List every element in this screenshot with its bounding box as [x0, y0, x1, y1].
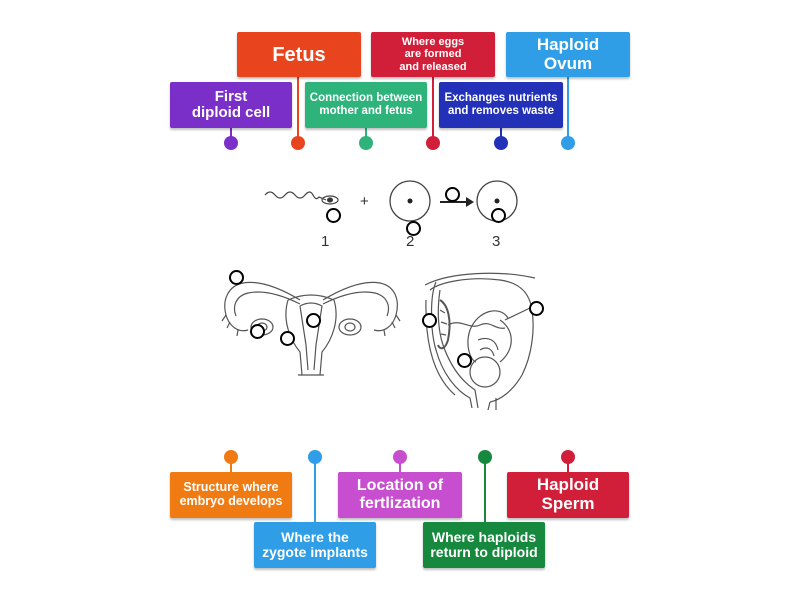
hotspot-fallopian-tube[interactable] — [229, 270, 244, 285]
arrow-icon — [440, 197, 474, 207]
fetus-pin — [291, 136, 305, 150]
hotspot-ovary[interactable] — [250, 324, 265, 339]
step-number-1: 1 — [321, 233, 330, 250]
connection-stem — [365, 128, 367, 138]
label-fertilization[interactable]: Location of fertlization — [338, 472, 462, 518]
connection-pin — [359, 136, 373, 150]
haploids-return-stem — [484, 460, 486, 522]
hotspot-placenta[interactable] — [422, 313, 437, 328]
step-number-2: 2 — [406, 233, 415, 250]
label-zygote-implants[interactable]: Where the zygote implants — [254, 522, 376, 568]
fertilization-stem — [399, 460, 401, 472]
uterus-drawing — [221, 281, 401, 376]
egg-drawing — [389, 180, 431, 222]
first-diploid-pin — [224, 136, 238, 150]
hotspot-arrow[interactable] — [445, 187, 460, 202]
zygote-implants-stem — [314, 460, 316, 522]
hotspot-uterus[interactable] — [306, 313, 321, 328]
label-fetus[interactable]: Fetus — [237, 32, 361, 77]
haploid-sperm-pin — [561, 450, 575, 464]
hotspot-fetus[interactable] — [457, 353, 472, 368]
exchanges-stem — [500, 128, 502, 138]
fetus-stem — [297, 77, 299, 137]
label-connection[interactable]: Connection between mother and fetus — [305, 82, 427, 128]
hotspot-uterus-wall[interactable] — [280, 331, 295, 346]
label-haploid-sperm[interactable]: Haploid Sperm — [507, 472, 629, 518]
plus-sign: + — [360, 193, 369, 210]
hotspot-umbilical-cord[interactable] — [529, 301, 544, 316]
structure-embryo-pin — [224, 450, 238, 464]
label-first-diploid-cell[interactable]: First diploid cell — [170, 82, 292, 128]
label-haploid-ovum[interactable]: Haploid Ovum — [506, 32, 630, 77]
first-diploid-stem — [230, 128, 232, 138]
hotspot-egg[interactable] — [406, 221, 421, 236]
structure-embryo-stem — [230, 460, 232, 472]
sperm-drawing — [264, 191, 339, 205]
label-haploids-return[interactable]: Where haploids return to diploid — [423, 522, 545, 568]
label-where-eggs[interactable]: Where eggs are formed and released — [371, 32, 495, 77]
fetus-in-womb-drawing — [424, 272, 536, 411]
where-eggs-pin — [426, 136, 440, 150]
haploid-sperm-stem — [567, 460, 569, 472]
hotspot-sperm[interactable] — [326, 208, 341, 223]
zygote-implants-pin — [308, 450, 322, 464]
haploids-return-pin — [478, 450, 492, 464]
hotspot-zygote[interactable] — [491, 208, 506, 223]
haploid-ovum-pin — [561, 136, 575, 150]
step-number-3: 3 — [492, 233, 501, 250]
where-eggs-stem — [432, 77, 434, 137]
fertilization-pin — [393, 450, 407, 464]
haploid-ovum-stem — [567, 77, 569, 137]
label-structure-embryo[interactable]: Structure where embryo develops — [170, 472, 292, 518]
label-exchanges[interactable]: Exchanges nutrients and removes waste — [439, 82, 563, 128]
exchanges-pin — [494, 136, 508, 150]
